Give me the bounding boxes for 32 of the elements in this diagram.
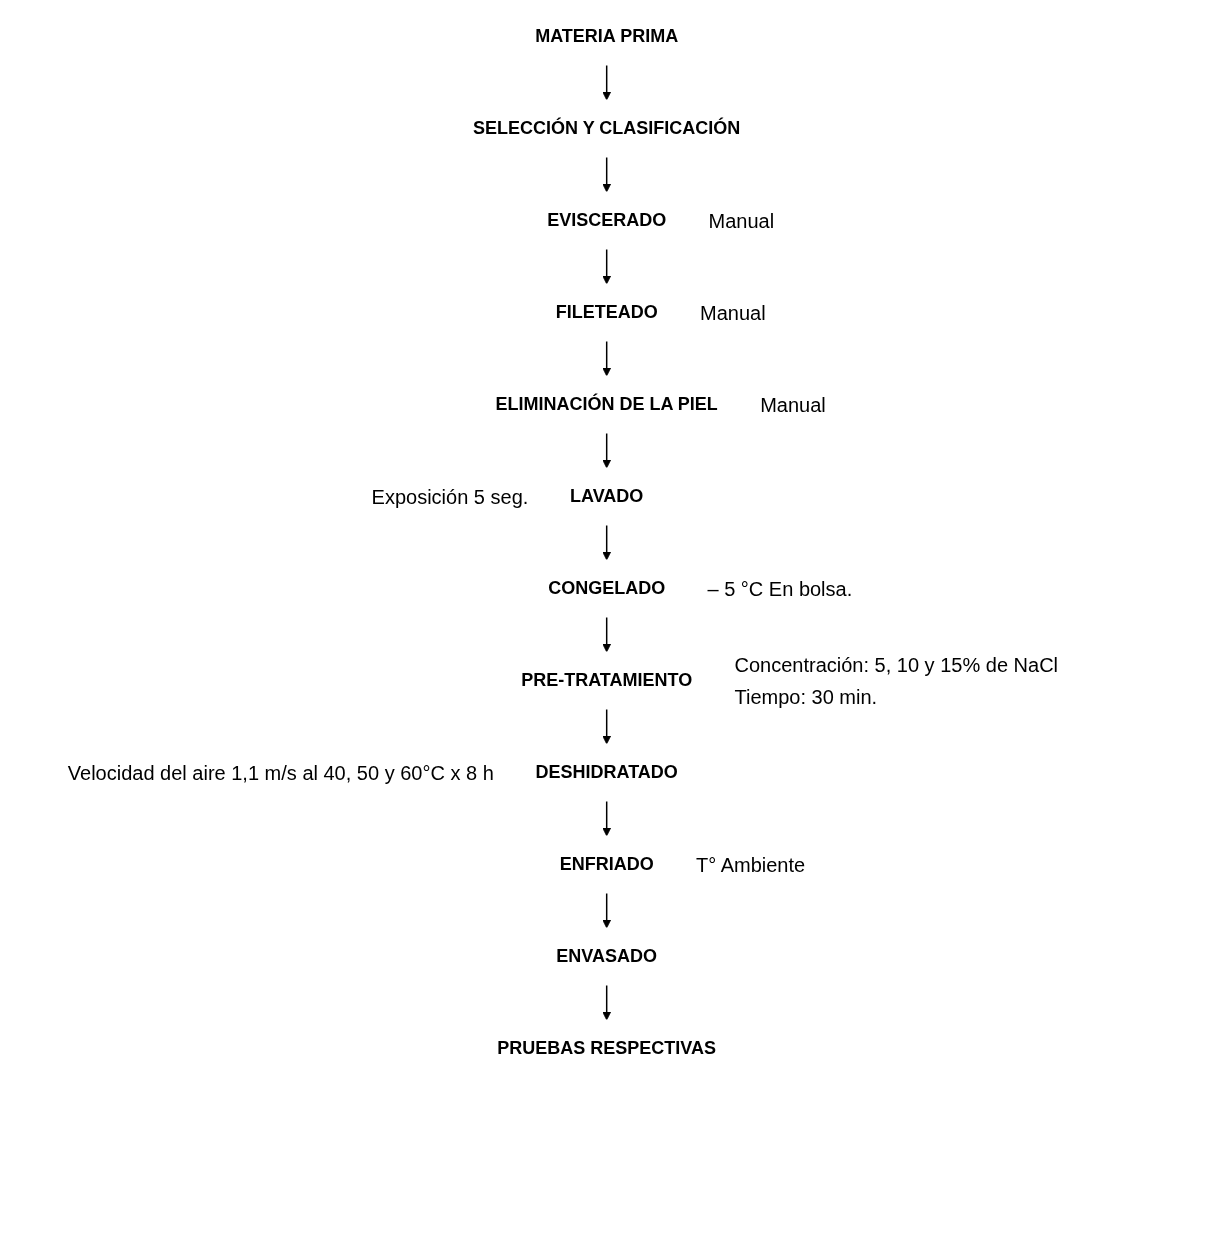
node-text: DESHIDRATADO bbox=[535, 762, 679, 782]
side-note: Concentración: 5, 10 y 15% de NaCl bbox=[734, 652, 1058, 678]
side-note: – 5 °C En bolsa. bbox=[707, 576, 853, 602]
arrow bbox=[602, 708, 612, 745]
side-note: Manual bbox=[708, 208, 775, 234]
arrow bbox=[602, 892, 612, 929]
side-note: Exposición 5 seg. bbox=[371, 484, 529, 510]
arrow bbox=[602, 64, 612, 101]
side-note: Manual bbox=[760, 392, 826, 418]
node-text: ENVASADO bbox=[556, 946, 658, 966]
arrow bbox=[602, 340, 612, 377]
node-text: CONGELADO bbox=[548, 578, 666, 598]
node-text: PRUEBAS RESPECTIVAS bbox=[497, 1038, 717, 1058]
node-text: SELECCIÓN Y CLASIFICACIÓN bbox=[473, 118, 741, 138]
side-note: T° Ambiente bbox=[696, 852, 806, 878]
arrow bbox=[602, 524, 612, 561]
side-note: Tiempo: 30 min. bbox=[734, 684, 878, 710]
node-text: EVISCERADO bbox=[547, 210, 667, 230]
node-text: PRE-TRATAMIENTO bbox=[521, 670, 693, 690]
node-text: MATERIA PRIMA bbox=[535, 26, 679, 46]
node-text: FILETEADO bbox=[556, 302, 658, 322]
side-note: Manual bbox=[700, 300, 766, 326]
arrow bbox=[602, 248, 612, 285]
node-text: ENFRIADO bbox=[560, 854, 654, 874]
arrow bbox=[602, 800, 612, 837]
arrow bbox=[602, 432, 612, 469]
node-text: LAVADO bbox=[570, 486, 644, 506]
side-note: Velocidad del aire 1,1 m/s al 40, 50 y 60°C x 8 h bbox=[67, 760, 494, 786]
node-text: ELIMINACIÓN DE LA PIEL bbox=[495, 394, 719, 414]
arrow bbox=[602, 156, 612, 193]
arrow bbox=[602, 616, 612, 653]
arrow bbox=[602, 984, 612, 1021]
